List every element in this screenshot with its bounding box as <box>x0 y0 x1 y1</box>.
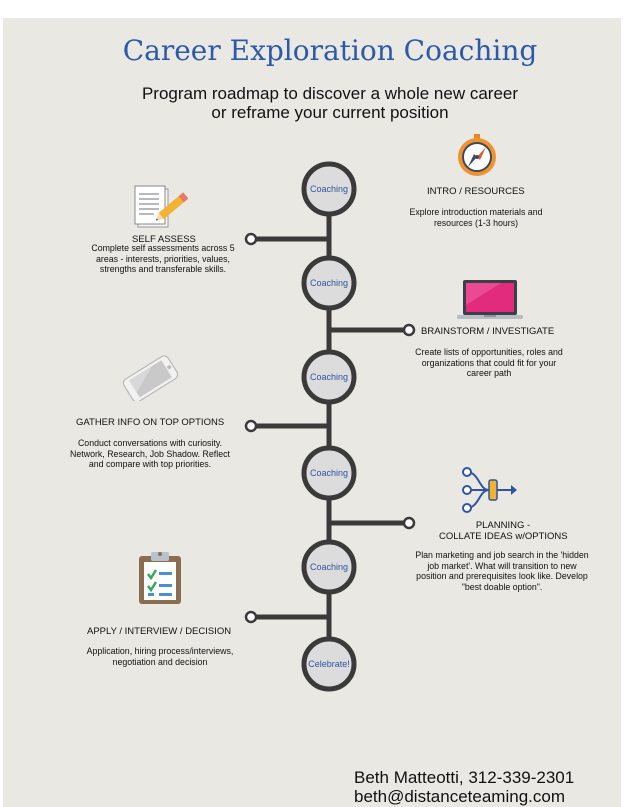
step-desc-apply: Application, hiring process/interviews, … <box>86 646 234 667</box>
step-title-apply: APPLY / INTERVIEW / DECISION <box>87 626 232 637</box>
step-title-planning: PLANNING - COLLATE IDEAS w/OPTIONS <box>439 520 568 542</box>
node-circle-6 <box>301 636 357 692</box>
node-label-4: Coaching <box>309 468 349 478</box>
branch-end-dot <box>244 232 258 246</box>
node-label-1: Coaching <box>309 184 349 194</box>
notepad-pencil-icon <box>134 185 189 228</box>
node-circle-5 <box>301 539 357 595</box>
node-circle-3 <box>301 349 357 405</box>
smartphone-icon <box>122 355 179 401</box>
step-title-planning-line-1: PLANNING - <box>475 520 531 531</box>
step-title-self-assess: SELF ASSESS <box>132 234 196 245</box>
page-subtitle: Program roadmap to discover a whole new … <box>0 84 626 122</box>
subtitle-line-2: or reframe your current position <box>211 103 449 122</box>
page-title: Career Exploration Coaching <box>122 34 538 67</box>
step-desc-planning: Plan marketing and job search in the 'hi… <box>415 550 589 592</box>
node-label-2: Coaching <box>309 278 349 288</box>
step-desc-self-assess: Complete self assessments across 5 areas… <box>91 243 235 274</box>
node-circle-2 <box>301 255 357 311</box>
branch-end-dot <box>244 419 258 433</box>
node-label-3: Coaching <box>309 372 349 382</box>
subtitle-line-1: Program roadmap to discover a whole new … <box>141 84 519 103</box>
step-desc-gather-info: Conduct conversations with curiosity. Ne… <box>70 438 230 469</box>
clipboard-checklist-icon <box>139 552 181 604</box>
laptop-icon <box>457 280 523 319</box>
step-title-gather-info: GATHER INFO ON TOP OPTIONS <box>76 417 225 428</box>
contact-email: beth@distanceteaming.com <box>354 787 565 806</box>
contact-footer: Beth Matteotti, 312-339-2301 beth@distan… <box>354 768 574 806</box>
branch-end-dot <box>244 610 258 624</box>
branch-end-dot <box>402 516 416 530</box>
node-label-6: Celebrate! <box>308 659 350 669</box>
node-circle-4 <box>301 445 357 501</box>
node-circle-1 <box>301 161 357 217</box>
process-flow-icon <box>462 467 517 513</box>
node-label-5: Coaching <box>309 562 349 572</box>
contact-name-phone: Beth Matteotti, 312-339-2301 <box>354 768 575 787</box>
branch-end-dot <box>402 323 416 337</box>
compass-icon <box>458 134 496 176</box>
step-desc-intro: Explore introduction materials and resou… <box>409 207 543 228</box>
step-desc-brainstorm: Create lists of opportunities, roles and… <box>415 347 563 378</box>
step-title-brainstorm: BRAINSTORM / INVESTIGATE <box>421 326 555 337</box>
step-title-planning-line-2: COLLATE IDEAS w/OPTIONS <box>439 531 568 542</box>
step-title-intro: INTRO / RESOURCES <box>427 186 525 197</box>
